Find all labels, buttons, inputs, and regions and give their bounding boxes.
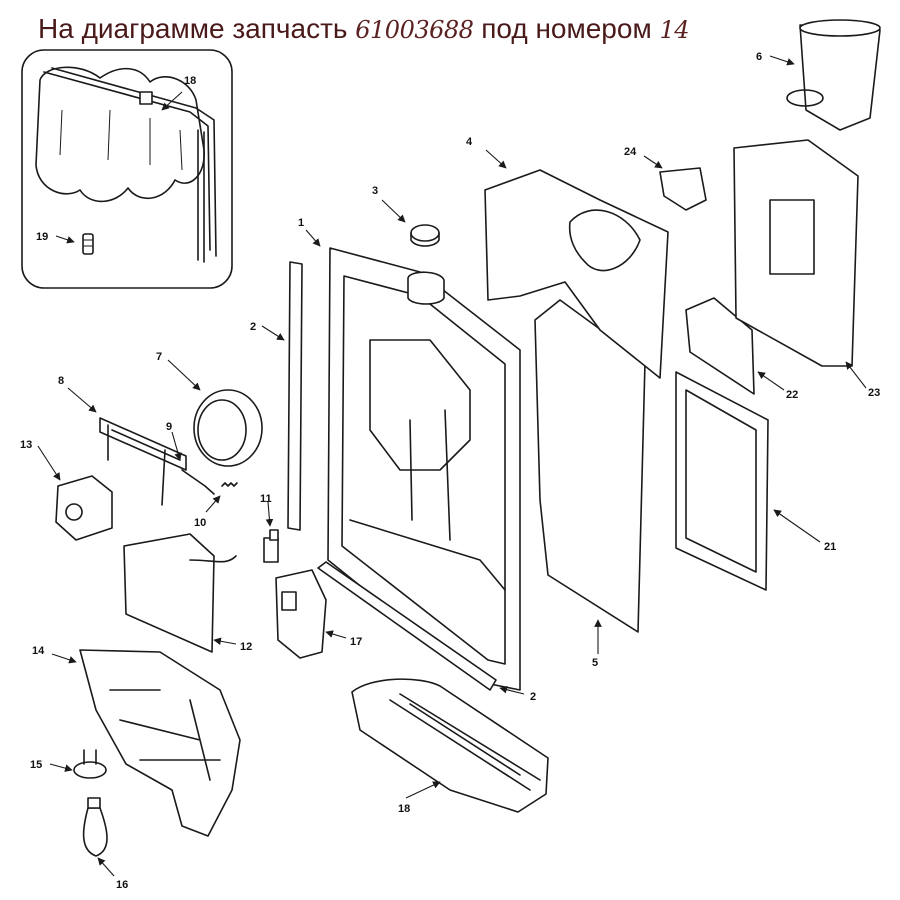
- callout-3: 3: [372, 185, 378, 197]
- callout-2-upper: 2: [250, 321, 256, 333]
- part-6-shape: [786, 19, 881, 131]
- callout-18: 18: [398, 803, 410, 815]
- part-1-shape: [327, 247, 521, 691]
- part-3-shape: [410, 224, 440, 247]
- part-11-shape: [263, 529, 279, 563]
- title-part-number: 61003688: [355, 16, 474, 44]
- callout-19: 18: [184, 75, 196, 87]
- callout-12: 12: [240, 641, 252, 653]
- callout-9: 9: [166, 421, 172, 433]
- callout-11: 11: [260, 493, 272, 505]
- part-2-vertical-shape: [287, 261, 303, 531]
- callout-14: 14: [32, 645, 45, 657]
- callout-15: 15: [30, 759, 42, 771]
- title-middle: под номером: [481, 13, 652, 44]
- part-14-shape: [79, 649, 241, 837]
- part-18-shape: [351, 678, 549, 813]
- part-13-shape: [55, 475, 113, 541]
- callout-17: 17: [350, 636, 362, 648]
- callout-5: 4: [466, 136, 473, 148]
- part-8-shape: [99, 417, 187, 506]
- callout-23: 23: [868, 387, 880, 399]
- title-position-number: 14: [659, 16, 690, 44]
- part-22-shape: [685, 297, 755, 395]
- part-19-shape: [35, 66, 217, 263]
- inset-box: [21, 49, 233, 289]
- callout-13: 13: [20, 439, 32, 451]
- part-10-shape: [221, 482, 238, 487]
- callout-10: 10: [194, 517, 206, 529]
- title-prefix: На диаграмме запчасть: [38, 13, 348, 44]
- part-15-shape: [73, 749, 107, 779]
- callout-24: 24: [624, 146, 637, 158]
- callout-21: 21: [824, 541, 836, 553]
- part-24-shape: [659, 167, 707, 211]
- part-21-shape: [675, 371, 769, 591]
- part-9-shape: [181, 469, 215, 495]
- callout-6: 6: [756, 51, 762, 63]
- part-20-shape: [82, 233, 94, 255]
- part-2-diagonal-shape: [317, 561, 497, 691]
- callout-7: 7: [156, 351, 162, 363]
- callout-1: 1: [298, 217, 304, 229]
- part-5-shape: [484, 169, 669, 379]
- callout-22: 22: [786, 389, 798, 401]
- callout-16: 16: [116, 879, 128, 891]
- page-title: На диаграмме запчасть 61003688 под номер…: [38, 12, 898, 52]
- part-16-shape: [82, 797, 108, 857]
- callout-2-lower: 2: [530, 691, 536, 703]
- part-17-shape: [275, 569, 327, 659]
- callout-labels: 18 19 3 1 2 4 6 24 7 8 9 10 13: [20, 51, 880, 891]
- callout-4: 5: [592, 657, 598, 669]
- part-12-shape: [123, 533, 237, 653]
- part-7-shape: [193, 389, 263, 467]
- callout-8: 8: [58, 375, 64, 387]
- part-4-shape: [534, 299, 646, 633]
- callout-20: 19: [36, 231, 48, 243]
